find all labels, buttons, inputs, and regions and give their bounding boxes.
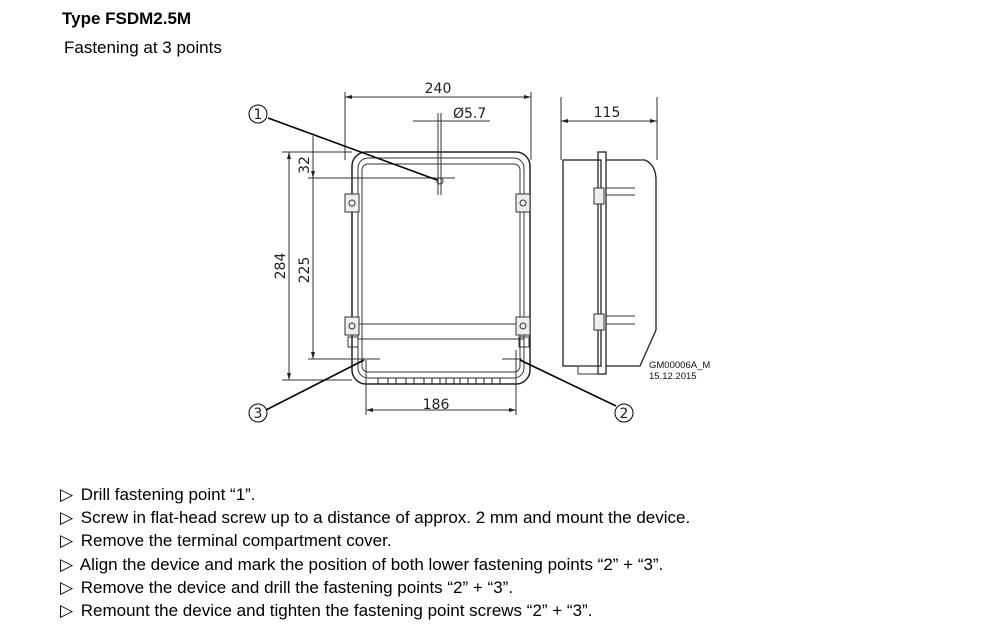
triangle-bullet-icon: ▷ xyxy=(60,508,74,528)
dim-spacing-vertical: 225 xyxy=(297,257,313,284)
callout-1: 1 xyxy=(254,107,263,123)
section-subtitle: Fastening at 3 points xyxy=(64,38,222,57)
step-text: Remount the device and tighten the faste… xyxy=(80,601,593,621)
dim-depth: 115 xyxy=(594,105,621,121)
instruction-step: ▷ Remove the terminal compartment cover. xyxy=(60,529,690,552)
instruction-step: ▷ Drill fastening point “1”. xyxy=(60,483,690,506)
triangle-bullet-icon: ▷ xyxy=(60,554,74,574)
dim-hole-diameter: Ø5.7 xyxy=(453,106,486,122)
drawing-id: GM00006A_M xyxy=(649,360,710,371)
instruction-step: ▷ Screw in flat-head screw up to a dista… xyxy=(60,506,690,529)
triangle-bullet-icon: ▷ xyxy=(60,531,74,551)
step-text: Remove the terminal compartment cover. xyxy=(80,531,392,551)
instruction-step: ▷ Align the device and mark the position… xyxy=(60,553,690,576)
dim-width: 240 xyxy=(425,81,452,97)
step-text: Drill fastening point “1”. xyxy=(80,485,256,504)
mounting-drawing: 240 Ø5.7 115 186 284 225 32 1 3 2 GM0000… xyxy=(248,81,710,423)
instruction-list: ▷ Drill fastening point “1”. ▷ Screw in … xyxy=(60,483,690,622)
triangle-bullet-icon: ▷ xyxy=(60,485,74,504)
step-text: Screw in flat-head screw up to a distanc… xyxy=(80,508,691,528)
callout-3: 3 xyxy=(254,406,263,422)
callout-2: 2 xyxy=(620,406,629,422)
section-title: Type FSDM2.5M xyxy=(62,9,192,28)
instruction-step: ▷ Remount the device and tighten the fas… xyxy=(60,599,690,622)
triangle-bullet-icon: ▷ xyxy=(60,601,74,621)
instruction-step: ▷ Remove the device and drill the fasten… xyxy=(60,576,690,599)
dim-height: 284 xyxy=(273,253,289,280)
step-text: Remove the device and drill the fastenin… xyxy=(80,577,514,597)
triangle-bullet-icon: ▷ xyxy=(60,577,74,597)
dim-top-offset: 32 xyxy=(297,156,313,174)
dim-spacing-horizontal: 186 xyxy=(423,397,450,413)
drawing-date: 15.12.2015 xyxy=(649,371,697,382)
step-text: Align the device and mark the position o… xyxy=(79,554,664,574)
